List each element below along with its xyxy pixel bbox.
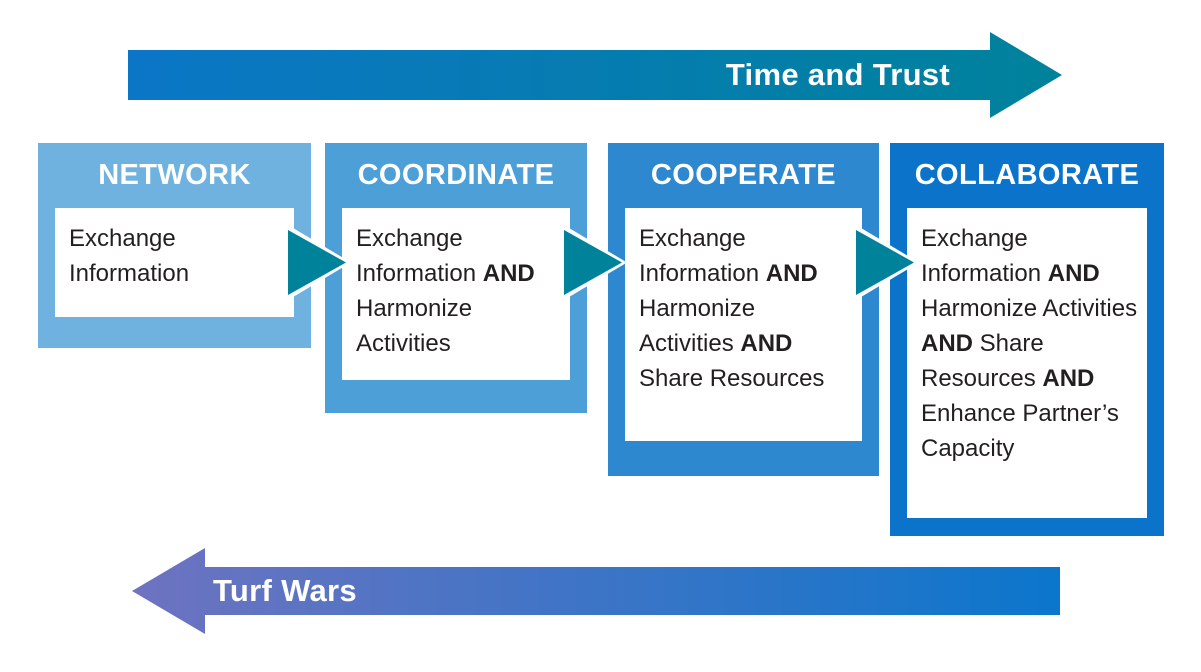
right-arrowhead-icon [564,230,622,295]
time-and-trust-arrow [128,32,1062,118]
connector-arrow-2 [564,225,627,300]
stage-title-network: NETWORK [98,159,251,191]
content-emphasis: AND [765,260,818,287]
connector-arrow-1 [288,225,351,300]
content-text: Harmonize Activities [639,295,756,357]
time-and-trust-label: Time and Trust [725,57,950,92]
stage-box-network: NETWORK Exchange Information [38,143,311,348]
content-text: Exchange Information [69,225,190,287]
content-text: Share Resources [921,330,1044,392]
stage-content-network: Exchange Information [55,208,294,317]
content-text: Share Resources [639,365,825,392]
left-arrow-shape [132,548,1060,634]
content-text: Exchange Information [639,225,766,287]
stage-box-cooperate: COOPERATE Exchange Information AND Harmo… [608,143,879,476]
content-text: Harmonize Activities [921,295,1138,322]
right-arrowhead-icon [288,230,346,295]
content-emphasis: AND [482,260,535,287]
turf-wars-arrow [132,548,1060,634]
content-text: Harmonize Activities [356,295,473,357]
stage-title-collaborate: COLLABORATE [914,159,1140,191]
stage-content-cooperate: Exchange Information AND Harmonize Activ… [625,208,862,441]
stage-title-coordinate: COORDINATE [357,159,555,191]
stage-title-cooperate: COOPERATE [650,159,837,191]
stage-content-coordinate: Exchange Information AND Harmonize Activ… [342,208,570,380]
content-text: Exchange Information [921,225,1048,287]
turf-wars-label-wrap: Turf Wars [132,546,1060,636]
content-emphasis: AND [1047,260,1100,287]
stage-content-collaborate: Exchange Information AND Harmonize Activ… [907,208,1147,518]
right-arrow-shape [128,32,1062,118]
right-arrowhead-icon [856,230,914,295]
turf-wars-label: Turf Wars [213,573,357,608]
content-emphasis: AND [740,330,793,357]
stage-box-collaborate: COLLABORATE Exchange Information AND Har… [890,143,1164,536]
content-text: Enhance Partner’s Capacity [921,400,1119,462]
content-emphasis: AND [921,330,973,357]
connector-arrow-3 [856,225,919,300]
stage-box-coordinate: COORDINATE Exchange Information AND Harm… [325,143,587,413]
content-text: Exchange Information [356,225,483,287]
time-and-trust-label-wrap: Time and Trust [128,30,1062,120]
content-emphasis: AND [1042,365,1095,392]
